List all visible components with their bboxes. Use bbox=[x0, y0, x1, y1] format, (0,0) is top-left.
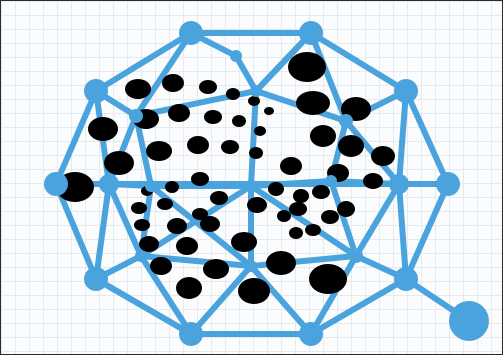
network-node bbox=[299, 21, 323, 45]
network-edge bbox=[399, 184, 406, 279]
black-dot bbox=[249, 147, 263, 159]
black-dot bbox=[296, 91, 330, 115]
black-dot bbox=[363, 173, 383, 189]
black-dot bbox=[247, 197, 267, 213]
black-dot bbox=[232, 115, 246, 127]
black-dot bbox=[165, 181, 179, 193]
black-dot bbox=[309, 264, 347, 294]
network-edge bbox=[406, 91, 448, 184]
black-dot bbox=[289, 227, 303, 239]
network-node bbox=[245, 180, 257, 192]
black-dot bbox=[293, 189, 309, 203]
network-node bbox=[436, 172, 460, 196]
black-dot bbox=[288, 52, 326, 82]
black-dot bbox=[162, 74, 184, 92]
network-edge bbox=[399, 91, 406, 184]
black-dot bbox=[338, 135, 364, 157]
network-node bbox=[179, 21, 203, 45]
network-node bbox=[44, 172, 68, 196]
network-node bbox=[325, 175, 337, 187]
black-dot bbox=[266, 251, 296, 275]
network-node bbox=[129, 109, 143, 123]
black-dot bbox=[226, 88, 240, 100]
network-node bbox=[84, 267, 108, 291]
network-node bbox=[349, 249, 363, 263]
black-dot bbox=[150, 257, 172, 275]
black-dot bbox=[312, 185, 330, 199]
network-node bbox=[389, 174, 409, 194]
black-dot bbox=[146, 141, 172, 161]
black-dot bbox=[199, 80, 217, 94]
black-dot bbox=[187, 136, 209, 154]
network-node bbox=[145, 180, 157, 192]
black-dot bbox=[131, 202, 147, 214]
black-dot bbox=[371, 146, 395, 166]
black-dot bbox=[268, 182, 284, 196]
black-dot bbox=[88, 117, 118, 141]
black-dot bbox=[221, 140, 239, 154]
network-edge bbox=[56, 91, 96, 184]
black-dot bbox=[125, 79, 151, 99]
network-node bbox=[84, 79, 108, 103]
network-node bbox=[245, 260, 257, 272]
network-node bbox=[135, 250, 147, 262]
network-edge bbox=[406, 184, 448, 279]
black-dot bbox=[168, 104, 190, 122]
black-dot bbox=[248, 96, 260, 106]
network-node bbox=[394, 267, 418, 291]
black-dot bbox=[104, 151, 134, 175]
network-edge bbox=[356, 184, 399, 256]
network-edge bbox=[96, 184, 109, 279]
network-node bbox=[179, 322, 203, 346]
black-dot bbox=[337, 201, 355, 217]
black-dot bbox=[231, 232, 257, 252]
black-dot bbox=[238, 278, 270, 304]
black-dot bbox=[321, 210, 339, 224]
black-dot bbox=[176, 277, 202, 299]
black-dot bbox=[167, 218, 187, 234]
black-dot bbox=[157, 198, 173, 210]
black-dot bbox=[204, 110, 222, 124]
black-dot bbox=[305, 224, 321, 236]
tail-node bbox=[449, 301, 489, 341]
black-dot bbox=[264, 107, 274, 115]
black-dot bbox=[210, 191, 228, 205]
black-dot bbox=[280, 157, 302, 175]
network-node bbox=[299, 322, 323, 346]
black-dot bbox=[310, 125, 336, 147]
network-node bbox=[394, 79, 418, 103]
network-node bbox=[99, 174, 119, 194]
network-node bbox=[339, 114, 353, 128]
black-dot bbox=[134, 219, 150, 231]
black-dot bbox=[203, 259, 229, 279]
black-dot bbox=[277, 210, 291, 222]
black-dot bbox=[191, 172, 209, 186]
black-dot bbox=[176, 237, 198, 255]
black-dot bbox=[254, 126, 266, 136]
black-dot bbox=[289, 202, 307, 216]
black-dot bbox=[139, 236, 159, 252]
network-node bbox=[250, 85, 262, 97]
network-edge bbox=[236, 56, 256, 91]
network-edge bbox=[109, 184, 141, 256]
black-dot bbox=[200, 216, 220, 232]
network-node bbox=[230, 50, 242, 62]
